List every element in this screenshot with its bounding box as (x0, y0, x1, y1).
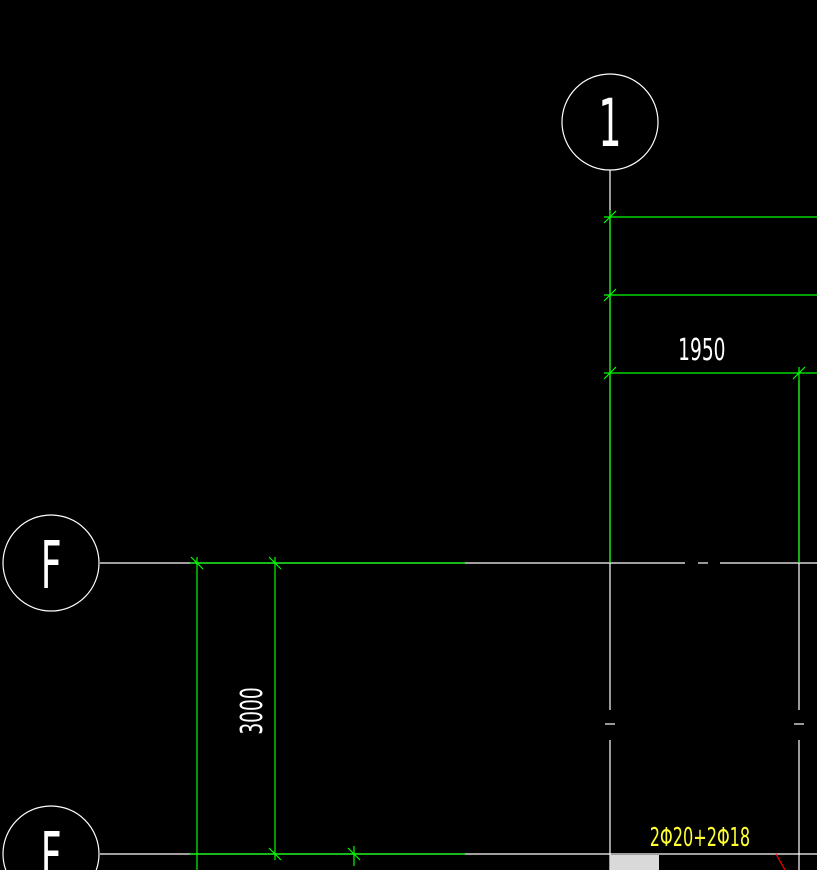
grid-bubble-1[interactable]: 1 (561, 73, 659, 171)
grid-bubble-circle (2, 805, 100, 870)
grid-bubble-label-F-lower: F (41, 818, 62, 870)
dimension-lines (190, 210, 817, 870)
dim-ticks (190, 210, 806, 861)
section-hatch-block (610, 855, 659, 870)
dimension-text-3000[interactable]: 3000 (234, 687, 269, 734)
grid-bubble-F[interactable]: F (2, 514, 100, 612)
grid-bubble-circle (561, 73, 659, 171)
grid-bubble-label-1: 1 (598, 85, 621, 162)
red-leader-line (775, 853, 786, 870)
rebar-annotation[interactable]: 2Φ20+2Φ18 (650, 823, 750, 853)
grid-bubble-circle (2, 514, 100, 612)
grid-bubble-label-F: F (41, 527, 62, 604)
axis-lines (100, 170, 817, 870)
grid-bubble-F-lower[interactable]: F (2, 805, 100, 870)
dimension-text-1950[interactable]: 1950 (678, 332, 725, 367)
